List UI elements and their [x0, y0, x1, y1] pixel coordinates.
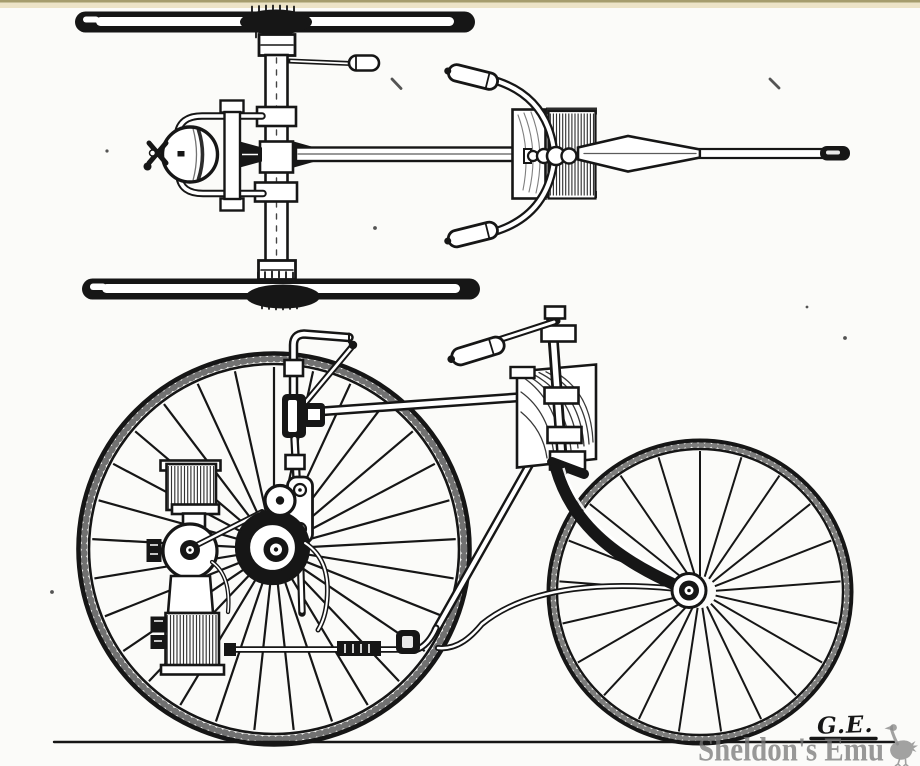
scan-specks	[50, 77, 847, 594]
header-bar	[0, 2, 920, 8]
plan-front-fork	[576, 134, 850, 173]
plan-front-wheel	[82, 259, 480, 311]
side-crank-gear	[234, 483, 330, 633]
emu-silhouette-icon	[884, 724, 918, 766]
plan-boiler	[160, 125, 220, 184]
front-wheel-spokes	[558, 451, 842, 733]
side-head-fork	[447, 305, 708, 609]
side-engine	[146, 459, 265, 676]
watermark-text: Sheldon's Emu	[698, 732, 884, 766]
side-grip	[447, 335, 506, 367]
plan-steering-hub	[523, 145, 578, 167]
plan-valve	[146, 140, 169, 166]
plan-engine	[143, 99, 267, 212]
plan-view	[75, 4, 850, 311]
watermark: Sheldon's Emu	[698, 724, 918, 766]
plan-backbone	[238, 53, 315, 265]
plan-grip-top	[444, 63, 499, 91]
artist-signature: G.E.	[817, 711, 874, 740]
ground-line	[52, 736, 896, 744]
plan-grip-bottom	[444, 220, 499, 249]
plan-frame-rod	[294, 146, 526, 163]
plan-tiller-lever	[286, 54, 381, 72]
header-bar-edge	[0, 0, 920, 3]
plan-handlebar	[444, 63, 558, 249]
side-view: G.E.	[52, 305, 896, 747]
